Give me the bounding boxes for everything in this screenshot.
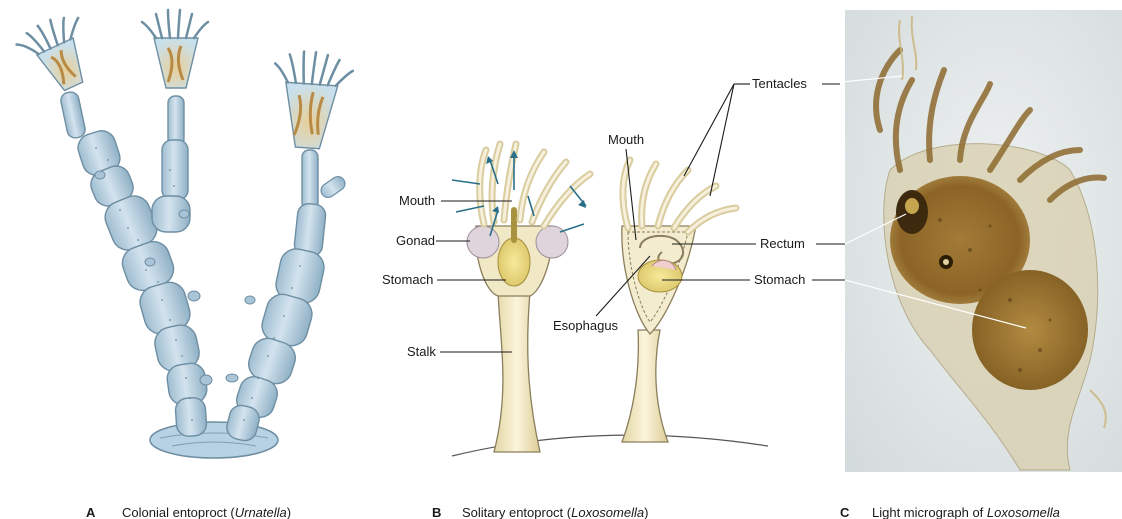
- svg-text:A: A: [86, 505, 96, 519]
- svg-text:Esophagus: Esophagus: [553, 318, 619, 333]
- panel-b-specimen-right: [622, 160, 736, 442]
- svg-text:Gonad: Gonad: [396, 233, 435, 248]
- caption-b: B Solitary entoproct (Loxosomella): [432, 505, 648, 519]
- svg-text:C: C: [840, 505, 850, 519]
- svg-text:Stomach: Stomach: [754, 272, 805, 287]
- svg-text:Tentacles: Tentacles: [752, 76, 807, 91]
- svg-text:Rectum: Rectum: [760, 236, 805, 251]
- svg-text:B: B: [432, 505, 441, 519]
- label-stalk: Stalk: [407, 344, 512, 359]
- svg-text:Mouth: Mouth: [399, 193, 435, 208]
- svg-text:Colonial entoproct (Urnatella): Colonial entoproct (Urnatella): [122, 505, 291, 519]
- caption-a: A Colonial entoproct (Urnatella): [86, 505, 291, 519]
- svg-text:Solitary entoproct (Loxosomell: Solitary entoproct (Loxosomella): [462, 505, 648, 519]
- svg-text:Stomach: Stomach: [382, 272, 433, 287]
- svg-text:Light micrograph of Loxosomell: Light micrograph of Loxosomella: [872, 505, 1060, 519]
- panel-a-colony-illustration: [13, 9, 354, 458]
- stomach-shape: [498, 238, 530, 286]
- panel-c-micrograph: [845, 10, 1122, 472]
- caption-c: C Light micrograph of Loxosomella: [840, 505, 1060, 519]
- svg-text:Mouth: Mouth: [608, 132, 644, 147]
- svg-text:Stalk: Stalk: [407, 344, 436, 359]
- gonad-shape: [467, 226, 499, 258]
- label-gonad: Gonad: [396, 233, 470, 248]
